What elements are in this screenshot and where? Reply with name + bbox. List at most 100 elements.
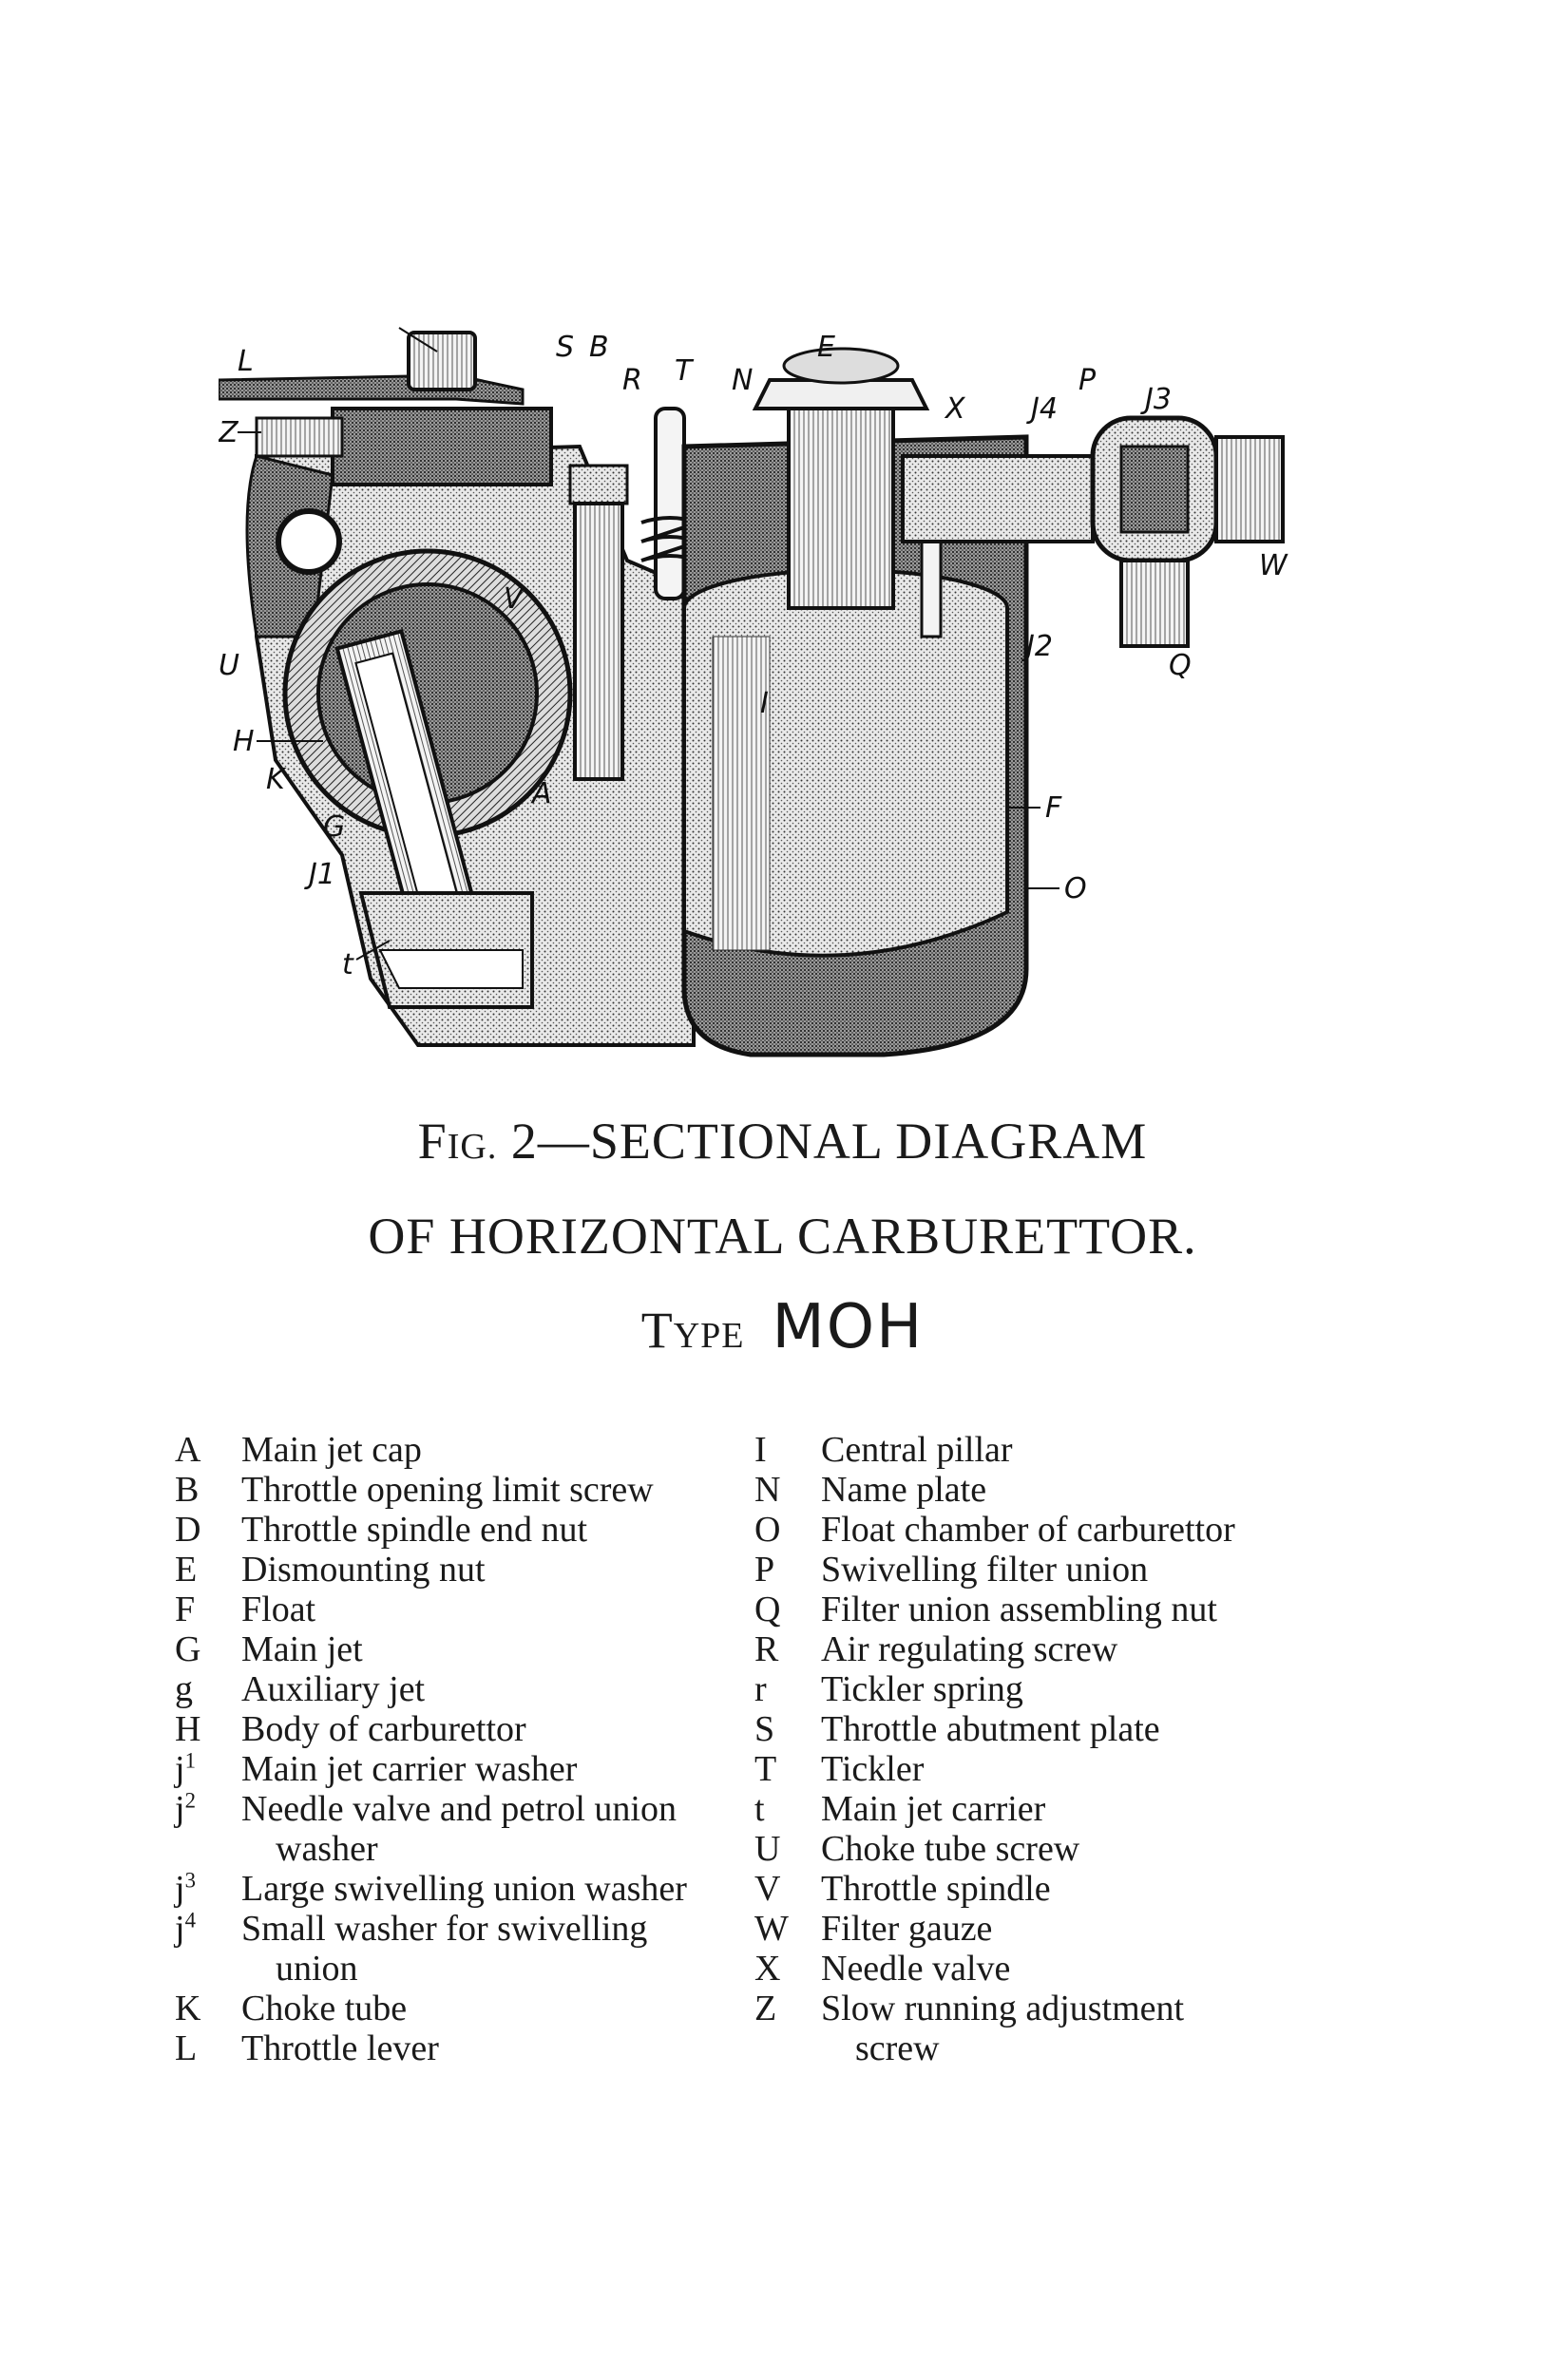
legend-item: N Name plate [751,1470,1359,1510]
legend-key: j2 [175,1788,196,1829]
legend-description: Large swivelling union washer [241,1869,687,1909]
legend-description-continued: washer [276,1829,378,1869]
legend-description: Filter gauze [821,1909,993,1949]
legend-key: D [175,1510,201,1550]
legend-key: X [754,1949,781,1989]
legend-key-superscript: 2 [184,1788,196,1813]
legend-key: T [754,1749,777,1789]
legend-key: j3 [175,1868,196,1909]
legend-description-continued: union [276,1949,358,1989]
diagram-svg: D L S B R T N E X J4 P J3 Z W U V J2 Q H… [219,323,1288,1057]
legend-description: Needle valve and petrol union [241,1789,677,1829]
label-H: H [233,725,255,758]
legend-item: t Main jet carrier [751,1789,1359,1829]
filter-end [1214,435,1285,543]
legend-description: Throttle spindle [821,1869,1051,1909]
legend-description: Main jet [241,1629,363,1669]
label-J1: J1 [304,858,335,891]
legend-description: Choke tube [241,1989,408,2028]
legend-key: B [175,1470,200,1510]
label-S: S [556,331,574,364]
legend-item: X Needle valve [751,1949,1359,1989]
label-J2: J2 [1021,630,1053,663]
legend-item: K Choke tube [171,1989,760,2028]
diagram-labels: D L S B R T N E X J4 P J3 Z W U V J2 Q H… [219,323,1288,981]
legend-key: L [175,2028,198,2068]
legend-description: Dismounting nut [241,1550,486,1590]
legend-item-continuation: washer [171,1829,760,1869]
throttle-housing [331,407,553,486]
legend-description: Choke tube screw [821,1829,1080,1869]
throttle-spindle [573,502,624,781]
legend-description: Float chamber of carburettor [821,1510,1235,1550]
label-Q: Q [1169,649,1192,682]
legend-item: A Main jet cap [171,1430,760,1470]
legend-key: R [754,1629,779,1669]
legend-description: Small washer for swivelling [241,1909,648,1949]
legend-description: Needle valve [821,1949,1011,1989]
legend-item: j3 Large swivelling union washer [171,1869,760,1909]
legend-key: V [754,1869,781,1909]
legend-key: Q [754,1590,781,1629]
legend-item: g Auxiliary jet [171,1669,760,1709]
legend-key: j1 [175,1748,196,1789]
throttle-spindle-end-nut [407,331,477,391]
label-t: t [342,948,354,981]
label-R: R [622,364,642,397]
legend-key: F [175,1590,196,1629]
label-O: O [1064,872,1087,905]
legend-key: K [175,1989,201,2028]
legend-key: W [754,1909,789,1949]
legend-key: P [754,1550,775,1590]
label-J3: J3 [1140,383,1172,416]
legend-description: Float [241,1590,316,1629]
label-J4: J4 [1026,392,1058,426]
legend-description: Name plate [821,1470,987,1510]
label-Z: Z [219,416,239,449]
legend-key: g [175,1669,193,1709]
legend-item: U Choke tube screw [751,1829,1359,1869]
legend-description: Main jet carrier [821,1789,1046,1829]
legend-item: D Throttle spindle end nut [171,1510,760,1550]
label-F: F [1045,791,1062,825]
label-B: B [589,331,609,364]
legend-item: R Air regulating screw [751,1629,1359,1669]
legend-key: H [175,1709,201,1749]
legend-description: Main jet cap [241,1430,422,1470]
legend-description: Swivelling filter union [821,1550,1149,1590]
label-W: W [1259,549,1288,582]
legend-item-continuation: union [171,1949,760,1989]
label-V: V [504,582,525,616]
label-X: X [944,392,966,426]
filter-union-nut [1119,559,1190,648]
legend-key: I [754,1430,767,1470]
legend-key: U [754,1829,781,1869]
figure-caption-line1: FIG. 2—SECTIONAL DIAGRAM [0,1112,1565,1171]
legend-key: t [754,1789,765,1829]
label-T: T [675,354,695,388]
legend-item: j2 Needle valve and petrol union [171,1789,760,1829]
legend-description: Auxiliary jet [241,1669,426,1709]
legend-description: Throttle spindle end nut [241,1510,588,1550]
legend-item: V Throttle spindle [751,1869,1359,1909]
type-first: T [640,1302,674,1359]
legend-key: N [754,1470,781,1510]
legend-description: Slow running adjustment [821,1989,1185,2028]
petrol-union [901,454,1095,543]
legend-key: A [175,1430,201,1470]
central-pillar [787,388,895,610]
legend-key-superscript: 4 [184,1908,196,1933]
legend-description: Throttle lever [241,2028,439,2068]
legend-description: Air regulating screw [821,1629,1118,1669]
legend-description: Filter union assembling nut [821,1590,1217,1629]
air-regulating-screw [568,464,629,505]
legend-key: E [175,1550,198,1590]
